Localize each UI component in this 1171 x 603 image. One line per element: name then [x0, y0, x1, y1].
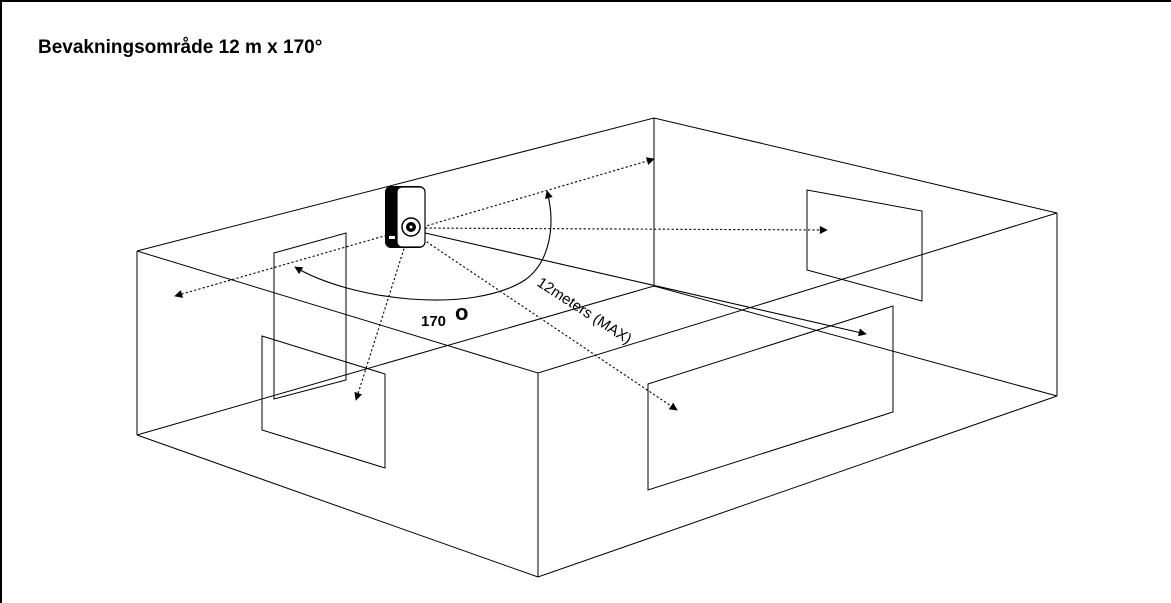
- angle-unit-label: o: [455, 300, 468, 325]
- coverage-arrows: [174, 157, 867, 411]
- panel-left-back: [273, 232, 347, 400]
- sensor-lens-center: [409, 225, 413, 229]
- coverage-arrow-far-right: [411, 229, 867, 337]
- coverage-arrow-left: [174, 227, 413, 298]
- sensor-led: [389, 236, 395, 239]
- page-title: Bevakningsområde 12 m x 170°: [38, 37, 323, 58]
- range-label: 12meters (MAX): [534, 274, 635, 348]
- coverage-arrow-down-left: [354, 235, 409, 401]
- room-top-front-edges: [136, 212, 1058, 374]
- sensor-device: [385, 186, 426, 248]
- room-back-wall-outline: [136, 117, 1058, 252]
- room-front-edges: [136, 395, 1058, 578]
- sensor-body: [396, 186, 426, 248]
- panel-right-back: [806, 189, 923, 302]
- angle-arc: [294, 190, 553, 301]
- coverage-arrow-back-left: [384, 157, 655, 239]
- panel-right-front: [647, 305, 894, 491]
- room-outline: [136, 117, 1058, 578]
- coverage-arrow-right: [411, 225, 828, 234]
- coverage-arrow-diagonal: [411, 231, 678, 411]
- angle-value-label: 170: [421, 313, 446, 330]
- panel-left-front: [261, 335, 386, 469]
